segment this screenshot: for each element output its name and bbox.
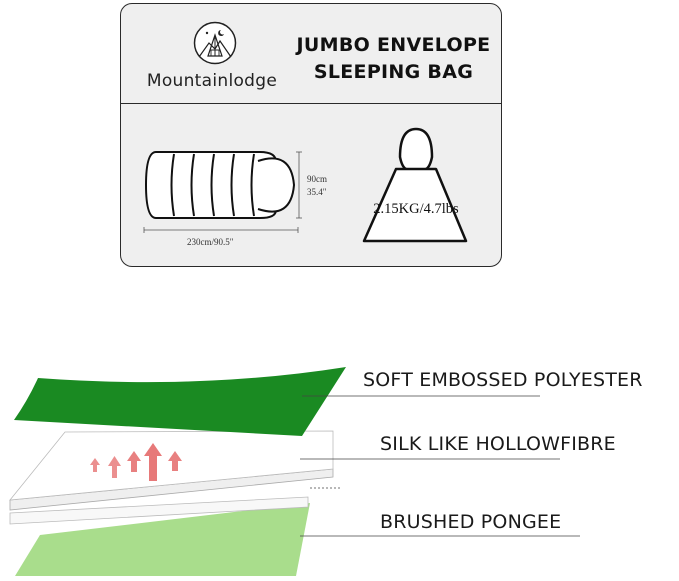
card-divider — [121, 103, 501, 104]
sleeping-bag-icon — [143, 151, 302, 233]
product-title-line1: JUMBO ENVELOPE — [296, 34, 491, 56]
product-info-card: Mountainlodge JUMBO ENVELOPE SLEEPING BA… — [120, 3, 502, 267]
mountainlodge-logo-icon — [193, 21, 237, 65]
height-in-label: 35.4" — [307, 187, 327, 197]
product-title: JUMBO ENVELOPE SLEEPING BAG — [286, 32, 501, 86]
liner-layer — [9, 496, 309, 525]
soft-embossed-polyester-layer — [14, 367, 346, 436]
fabric-layers-diagram — [9, 367, 580, 576]
silk-hollowfibre-layer — [9, 430, 334, 511]
layer-label-filling: SILK LIKE HOLLOWFIBRE — [380, 433, 616, 455]
layer-label-lining: BRUSHED PONGEE — [380, 511, 562, 533]
weight-icon — [362, 127, 468, 243]
heat-arrows — [90, 443, 182, 481]
leader-lines — [300, 395, 580, 537]
brushed-pongee-layer — [15, 503, 310, 576]
product-title-line2: SLEEPING BAG — [313, 61, 474, 83]
height-cm-label: 90cm — [307, 174, 327, 184]
brand-name: Mountainlodge — [146, 71, 278, 91]
length-label: 230cm/90.5" — [187, 237, 234, 247]
layer-label-outer: SOFT EMBOSSED POLYESTER — [363, 369, 643, 391]
weight-label: 2.15KG/4.7lbs — [373, 201, 459, 217]
